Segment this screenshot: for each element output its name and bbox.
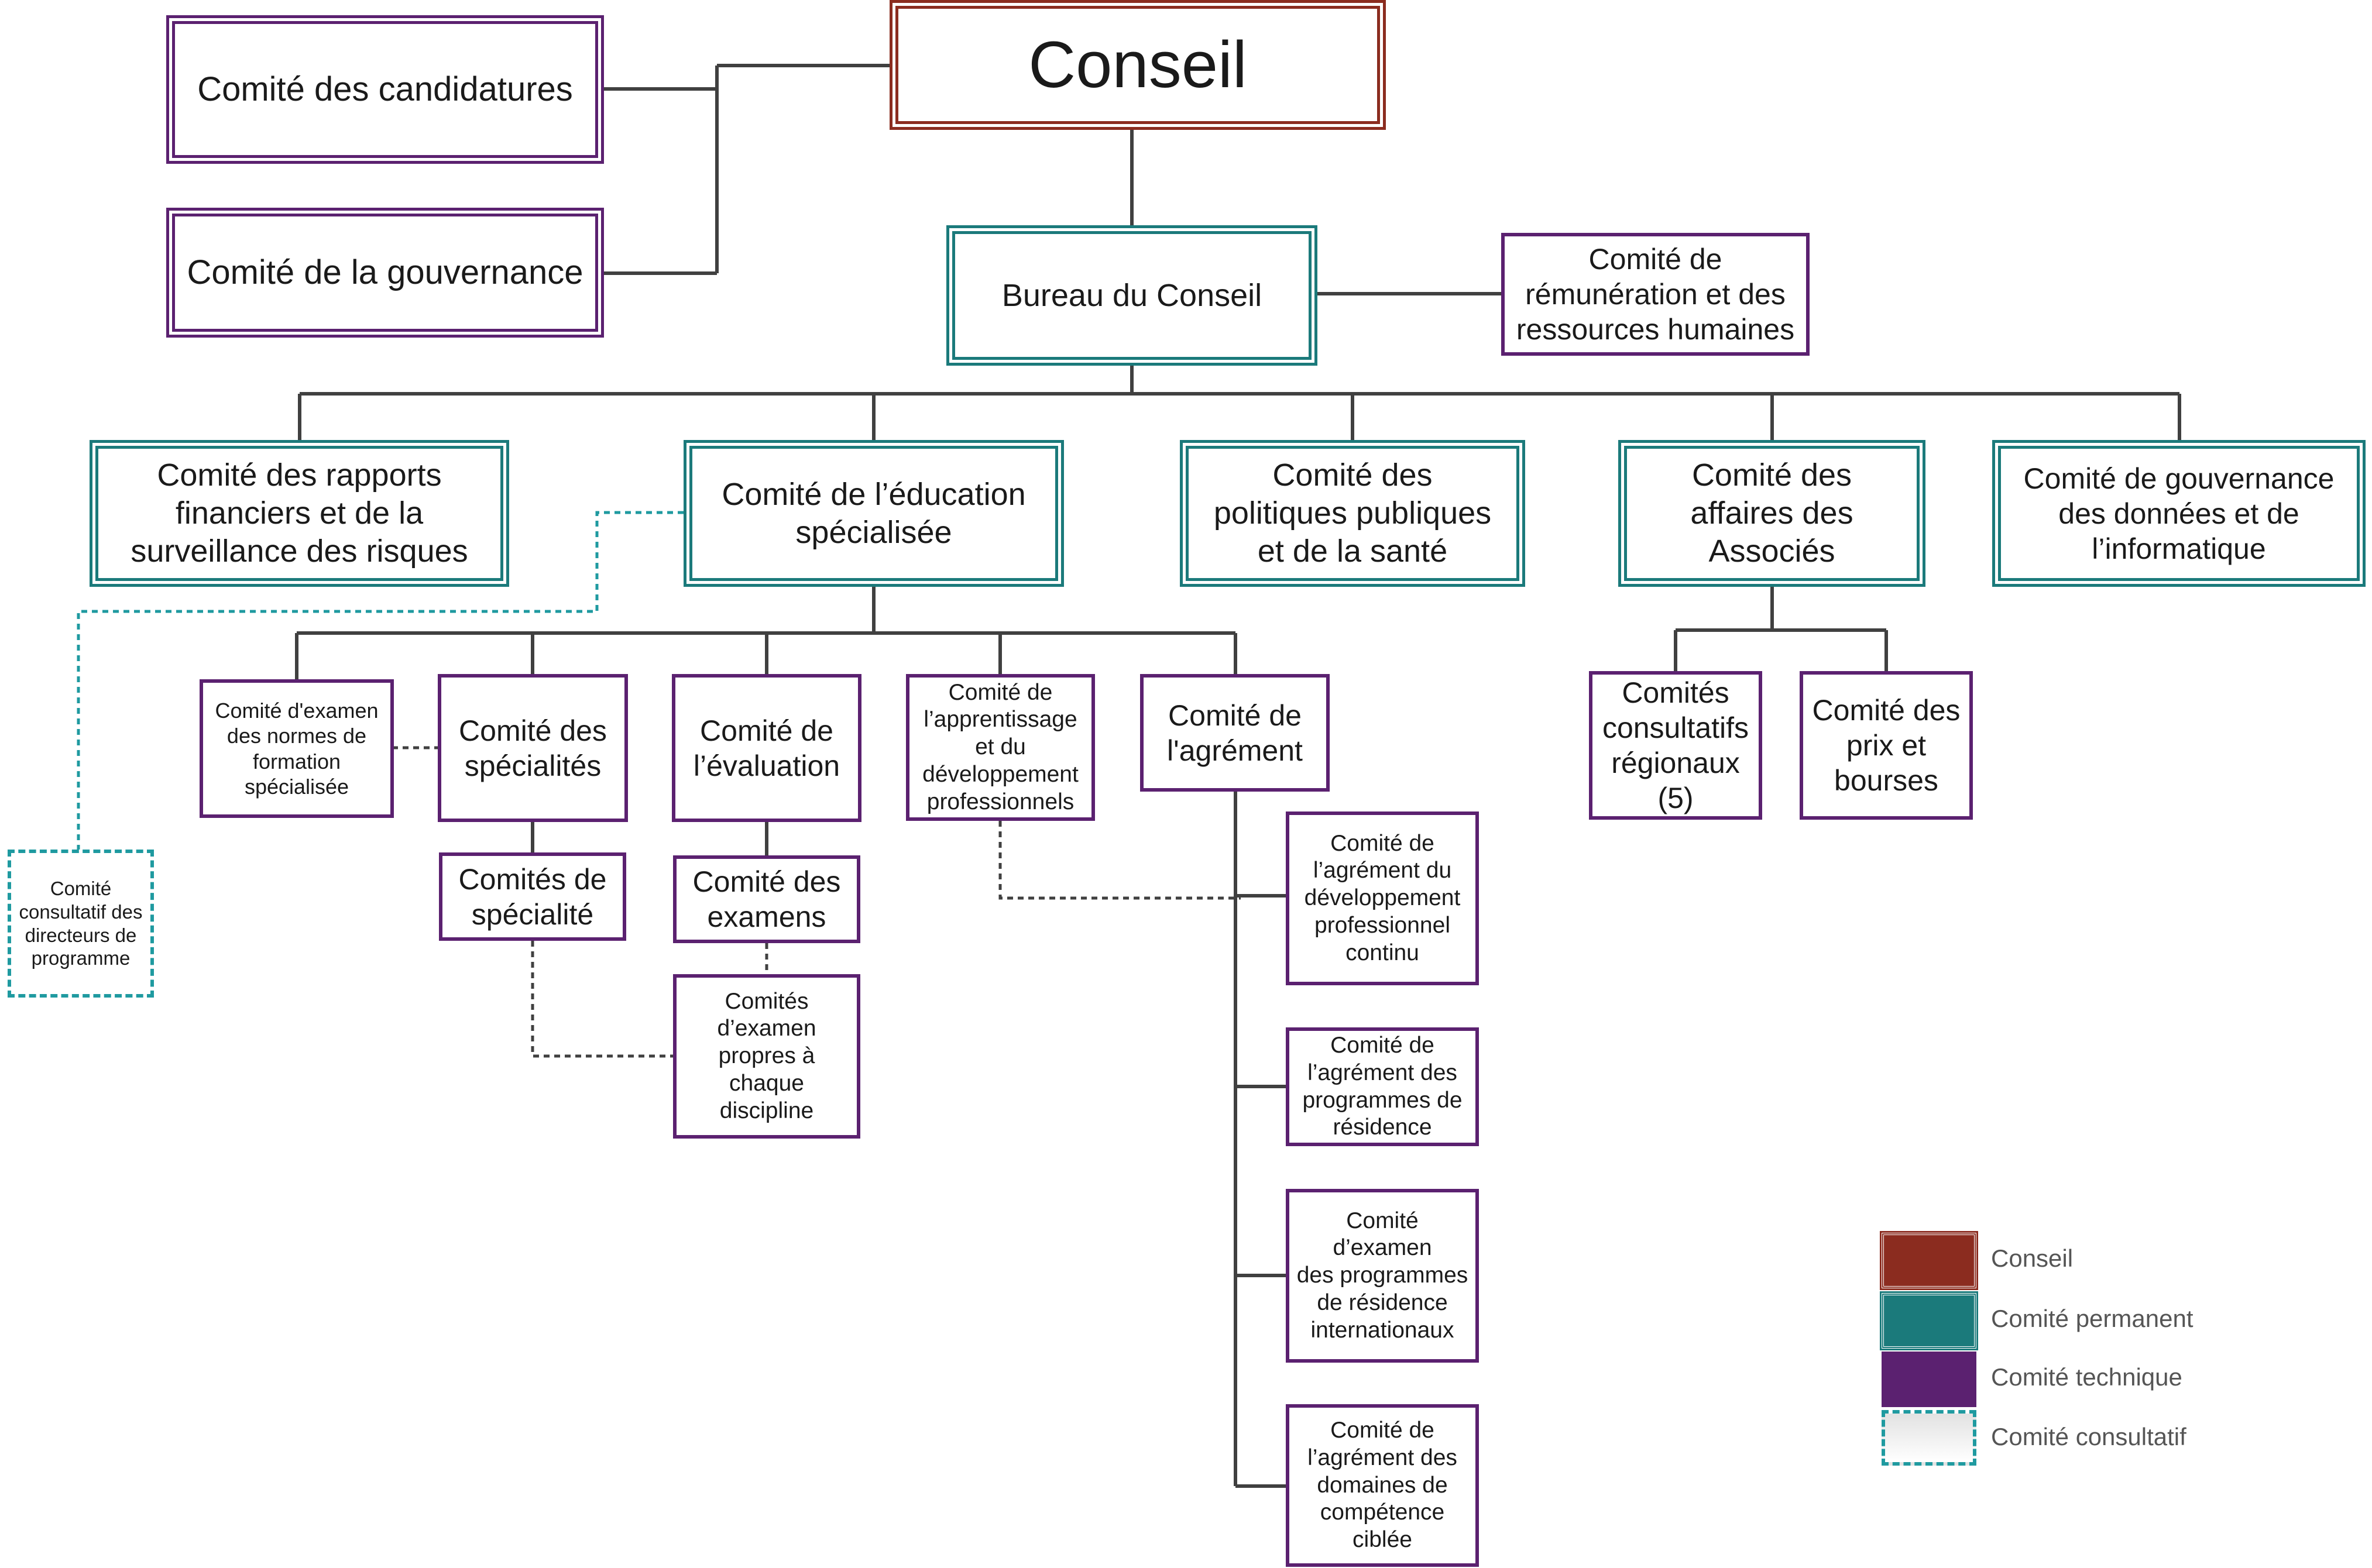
regionaux-box: Comités consultatifs régionaux (5)	[1589, 671, 1762, 820]
bureau-box: Bureau du Conseil	[946, 225, 1317, 366]
gouvernance-label: Comité de la gouvernance	[187, 253, 583, 292]
dpc-label: Comité de l’agrément du développement pr…	[1304, 830, 1461, 965]
consultatif-box: Comité consultatif des directeurs de pro…	[8, 850, 154, 998]
legend-swatch-technical	[1882, 1352, 1976, 1407]
discipline-label: Comités d’examen propres à chaque discip…	[717, 988, 816, 1123]
normes-box: Comité d'examen des normes de formation …	[200, 679, 394, 818]
normes-label: Comité d'examen des normes de formation …	[215, 699, 379, 799]
remuneration-label: Comité de rémunération et des ressources…	[1516, 243, 1795, 346]
legend-label-advisory: Comité consultatif	[1991, 1423, 2186, 1450]
legend-swatch-advisory	[1882, 1410, 1976, 1466]
gouvernance-box: Comité de la gouvernance	[166, 208, 604, 338]
donnees-label: Comité de gouvernance des données et de …	[2023, 462, 2335, 565]
examens-label: Comité des examens	[692, 865, 841, 933]
specialite-box: Comités de spécialité	[439, 852, 626, 941]
associes-label: Comité des affaires des Associés	[1690, 458, 1853, 569]
donnees-box: Comité de gouvernance des données et de …	[1992, 440, 2366, 587]
agrement-box: Comité de l'agrément	[1140, 674, 1330, 792]
education-label: Comité de l’éducation spécialisée	[722, 476, 1026, 550]
legend-label-board: Conseil	[1991, 1244, 2074, 1272]
rapports-label: Comité des rapports financiers et de la …	[131, 458, 468, 569]
candidatures-label: Comité des candidatures	[197, 70, 573, 109]
dpc-box: Comité de l’agrément du développement pr…	[1286, 811, 1479, 985]
regionaux-label: Comités consultatifs régionaux (5)	[1602, 676, 1749, 814]
candidatures-box: Comité des candidatures	[166, 15, 604, 164]
dotted-link-specialite-discipline	[531, 941, 673, 1058]
legend-swatch-board	[1880, 1231, 1978, 1290]
agrement-label: Comité de l'agrément	[1167, 699, 1303, 767]
apprentissage-box: Comité de l’apprentissage et du développ…	[906, 674, 1095, 821]
conseil-box: Conseil	[890, 0, 1386, 130]
bureau-label: Bureau du Conseil	[1001, 277, 1262, 313]
ciblee-label: Comité de l’agrément des domaines de com…	[1307, 1418, 1457, 1553]
legend-label-standing: Comité permanent	[1991, 1305, 2194, 1332]
education-box: Comité de l’éducation spécialisée	[684, 440, 1064, 587]
examens-box: Comité des examens	[673, 855, 860, 943]
conseil-label: Conseil	[1028, 27, 1247, 101]
evaluation-box: Comité de l’évaluation	[672, 674, 861, 822]
rapports-box: Comité des rapports financiers et de la …	[90, 440, 509, 587]
discipline-box: Comités d’examen propres à chaque discip…	[673, 974, 860, 1139]
apprentissage-label: Comité de l’apprentissage et du développ…	[922, 679, 1079, 814]
dotted-link-apprentissage-agrement	[998, 821, 1241, 900]
internationaux-label: Comité d’examen des programmes de réside…	[1296, 1208, 1468, 1343]
remuneration-box: Comité de rémunération et des ressources…	[1501, 233, 1810, 356]
residence-box: Comité de l’agrément des programmes de r…	[1286, 1027, 1479, 1146]
internationaux-box: Comité d’examen des programmes de réside…	[1286, 1189, 1479, 1363]
prix-box: Comité des prix et bourses	[1800, 671, 1973, 820]
politiques-label: Comité des politiques publiques et de la…	[1213, 458, 1492, 569]
politiques-box: Comité des politiques publiques et de la…	[1180, 440, 1525, 587]
residence-label: Comité de l’agrément des programmes de r…	[1302, 1032, 1463, 1140]
consultatif-label: Comité consultatif des directeurs de pro…	[19, 878, 143, 969]
specialite-label: Comités de spécialité	[458, 862, 607, 931]
associes-box: Comité des affaires des Associés	[1618, 440, 1925, 587]
legend-swatch-standing	[1880, 1291, 1978, 1350]
specialites-label: Comité des spécialités	[459, 714, 607, 782]
legend-label-technical: Comité technique	[1991, 1363, 2182, 1391]
prix-label: Comité des prix et bourses	[1812, 694, 1961, 797]
dotted-link-education-consultatif	[77, 511, 684, 850]
ciblee-box: Comité de l’agrément des domaines de com…	[1286, 1404, 1479, 1567]
specialites-box: Comité des spécialités	[438, 674, 628, 822]
evaluation-label: Comité de l’évaluation	[693, 714, 840, 782]
